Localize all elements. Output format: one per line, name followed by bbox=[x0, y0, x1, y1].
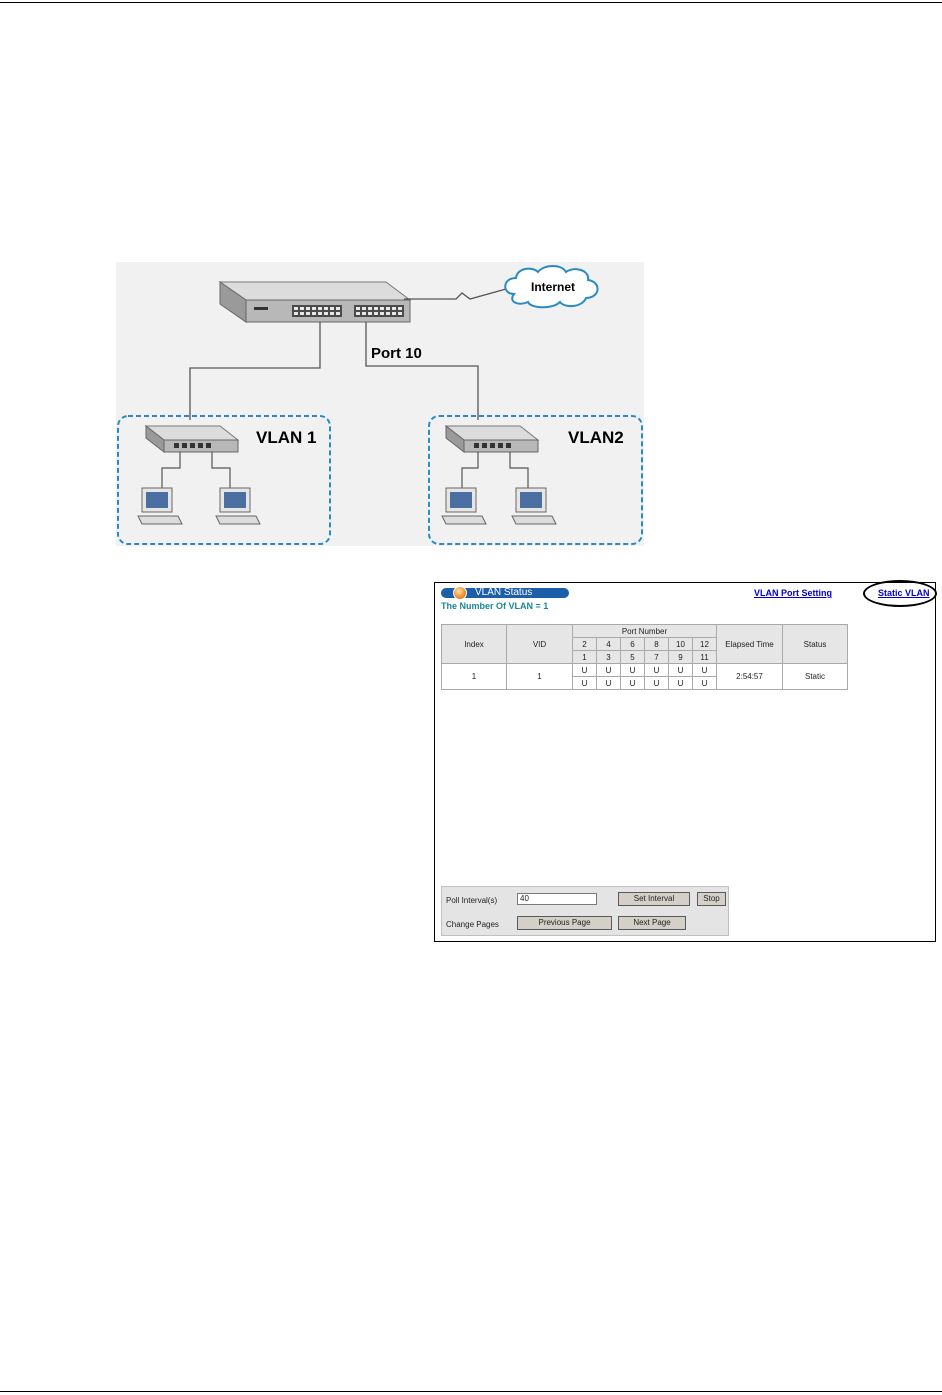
top-rule bbox=[0, 2, 942, 3]
vlan2-label: VLAN2 bbox=[568, 428, 624, 447]
port-tag-cell: U bbox=[597, 677, 620, 689]
internet-cloud-icon bbox=[504, 265, 599, 309]
row-vid: 1 bbox=[507, 664, 572, 689]
port-tag-cell: U bbox=[645, 677, 668, 689]
port-header-cell: 1 bbox=[573, 651, 596, 663]
vlan1-switch-icon bbox=[144, 424, 240, 454]
table-row: 1 1 U U U U U U 2:54:57 Static bbox=[442, 664, 847, 689]
previous-page-button[interactable]: Previous Page bbox=[517, 916, 612, 930]
orb-icon bbox=[453, 586, 467, 600]
port-tag-cell: U bbox=[621, 664, 644, 676]
vlan2-uplink bbox=[365, 322, 479, 420]
port-header-cell: 3 bbox=[597, 651, 620, 663]
port-header-cell: 2 bbox=[573, 638, 596, 650]
row-elapsed-time: 2:54:57 bbox=[717, 664, 782, 689]
poll-interval-input[interactable]: 40 bbox=[517, 893, 597, 905]
header-elapsed-time: Elapsed Time bbox=[717, 625, 782, 663]
port-header-cell: 8 bbox=[645, 638, 668, 650]
set-interval-button[interactable]: Set Interval bbox=[618, 892, 690, 906]
vlan-network-diagram: Internet Port 10 VLAN 1 VLAN2 bbox=[116, 262, 644, 546]
port-tag-cell: U bbox=[669, 677, 692, 689]
port-10-label: Port 10 bbox=[371, 345, 422, 362]
header-vid: VID bbox=[507, 625, 572, 663]
vlan2-switch-icon bbox=[444, 424, 540, 454]
port-header-cell: 5 bbox=[621, 651, 644, 663]
vlan-status-title: VLAN Status bbox=[475, 587, 533, 598]
computer-icon bbox=[511, 487, 557, 525]
vlan-port-setting-link[interactable]: VLAN Port Setting bbox=[754, 588, 832, 598]
port-header-cell: 4 bbox=[597, 638, 620, 650]
header-index: Index bbox=[442, 625, 506, 663]
main-switch-icon bbox=[218, 281, 412, 323]
port-tag-cell: U bbox=[645, 664, 668, 676]
vlan-status-screen: VLAN Status The Number Of VLAN = 1 VLAN … bbox=[434, 580, 937, 942]
table-row: U U U U U U bbox=[442, 677, 847, 689]
port-header-cell: 12 bbox=[693, 638, 716, 650]
poll-interval-label: Poll Interval(s) bbox=[446, 896, 498, 905]
computer-icon bbox=[137, 487, 183, 525]
port-header-cell: 10 bbox=[669, 638, 692, 650]
vlan-status-title-bar: VLAN Status bbox=[441, 586, 569, 600]
internet-label: Internet bbox=[531, 280, 575, 294]
port-tag-cell: U bbox=[573, 664, 596, 676]
port-tag-cell: U bbox=[669, 664, 692, 676]
bottom-rule bbox=[0, 1391, 942, 1392]
vlan2-boundary bbox=[428, 415, 643, 545]
computer-icon bbox=[215, 487, 261, 525]
port-tag-cell: U bbox=[621, 677, 644, 689]
port-header-cell: 11 bbox=[693, 651, 716, 663]
vlan-count-text: The Number Of VLAN = 1 bbox=[441, 601, 549, 611]
vlan1-label: VLAN 1 bbox=[256, 428, 316, 447]
poll-control-panel: Poll Interval(s) 40 Set Interval Stop Ch… bbox=[441, 886, 729, 936]
next-page-button[interactable]: Next Page bbox=[618, 916, 686, 930]
port-tag-cell: U bbox=[573, 677, 596, 689]
vlan-status-table: Index VID Port Number Elapsed Time Statu… bbox=[441, 624, 848, 690]
vlan1-boundary bbox=[117, 415, 331, 545]
vlan1-uplink bbox=[189, 322, 321, 420]
computer-icon bbox=[441, 487, 487, 525]
stop-button[interactable]: Stop bbox=[697, 892, 726, 906]
internet-cable bbox=[404, 288, 507, 300]
row-index: 1 bbox=[442, 664, 506, 689]
port-tag-cell: U bbox=[693, 677, 716, 689]
port-header-cell: 6 bbox=[621, 638, 644, 650]
port-header-cell: 7 bbox=[645, 651, 668, 663]
highlight-circle bbox=[863, 580, 937, 607]
port-tag-cell: U bbox=[693, 664, 716, 676]
header-port-number: Port Number bbox=[573, 625, 716, 637]
change-pages-label: Change Pages bbox=[446, 920, 499, 929]
row-status: Static bbox=[783, 664, 847, 689]
header-status: Status bbox=[783, 625, 847, 663]
port-header-cell: 9 bbox=[669, 651, 692, 663]
port-tag-cell: U bbox=[597, 664, 620, 676]
